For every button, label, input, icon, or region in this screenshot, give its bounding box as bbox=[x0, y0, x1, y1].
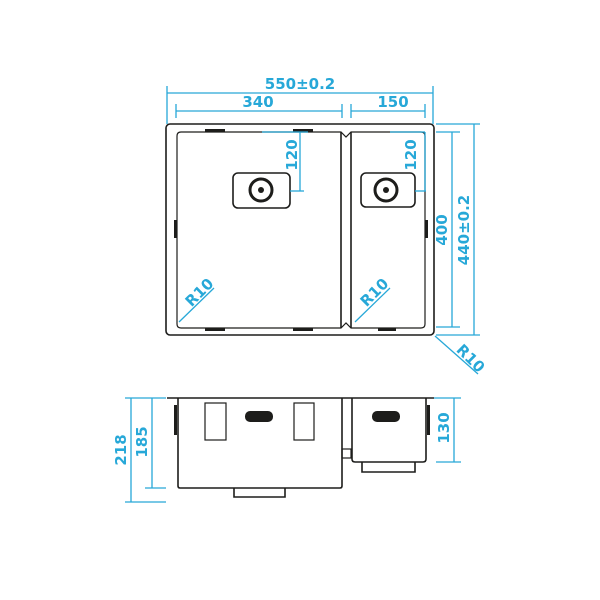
right-handle-slot bbox=[293, 402, 315, 441]
outer-radius-label: R10 bbox=[453, 341, 489, 377]
right-bowl-side bbox=[351, 398, 427, 463]
left-handle-slot bbox=[204, 402, 227, 441]
right-bowl-width-label: 150 bbox=[377, 93, 408, 111]
sink-outer-outline bbox=[165, 123, 435, 336]
bowl-outlines bbox=[176, 131, 426, 329]
left-drain-body bbox=[233, 488, 286, 498]
side-dimensions: 218 185 130 bbox=[112, 397, 461, 503]
right-bowl-depth-label: 130 bbox=[435, 412, 453, 443]
left-bowl-width-label: 340 bbox=[242, 93, 273, 111]
top-dimensions: 550±0.2 340 150 120 120 400 440±0.2 R10 … bbox=[166, 75, 489, 377]
left-inner-radius-label: R10 bbox=[182, 275, 218, 311]
right-drain-offset-label: 120 bbox=[402, 139, 420, 170]
right-overflow-slot bbox=[372, 411, 400, 422]
side-view bbox=[167, 397, 434, 498]
overall-height-label: 218 bbox=[112, 434, 130, 465]
bowl-length-label: 400 bbox=[433, 214, 451, 245]
mounting-clips bbox=[174, 129, 428, 331]
left-bowl-depth-label: 185 bbox=[133, 426, 151, 457]
left-drain-offset-label: 120 bbox=[283, 139, 301, 170]
overall-length-label: 440±0.2 bbox=[455, 195, 473, 265]
overall-width-label: 550±0.2 bbox=[265, 75, 335, 93]
right-drain-plate bbox=[360, 172, 416, 208]
overflow-connector bbox=[341, 448, 352, 459]
left-bowl-side bbox=[177, 398, 343, 489]
top-view bbox=[165, 123, 435, 336]
right-inner-radius-label: R10 bbox=[357, 275, 393, 311]
left-overflow-slot bbox=[245, 411, 273, 422]
right-drain-body bbox=[361, 462, 416, 473]
